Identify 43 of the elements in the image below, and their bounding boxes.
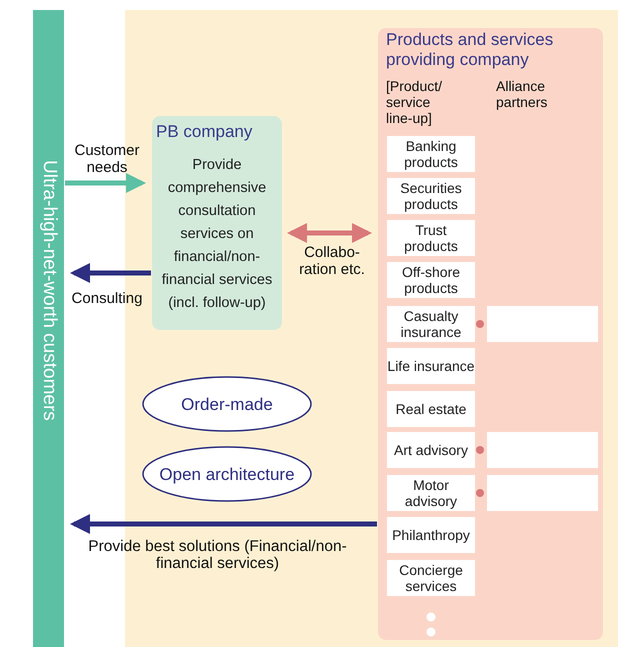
product-box — [387, 136, 475, 172]
column-heading: Alliance partners — [496, 78, 548, 110]
product-box — [387, 517, 475, 553]
company-box — [152, 116, 282, 330]
product-label: Off-shore products — [400, 264, 462, 296]
arrow — [70, 514, 377, 534]
product-box — [387, 178, 475, 214]
product-box — [387, 220, 475, 256]
product-label: Real estate — [396, 401, 466, 417]
product-box — [387, 475, 475, 511]
edge-label: Collabo- ration etc. — [298, 244, 366, 278]
edge-label: Customer needs — [73, 142, 141, 176]
arrow — [287, 223, 372, 243]
product-label: Banking products — [403, 138, 459, 170]
product-label: Concierge services — [398, 562, 464, 594]
product-label: Casualty insurance — [400, 308, 462, 340]
product-label: Securities products — [399, 180, 463, 212]
product-box — [387, 262, 475, 298]
edge-label: Provide best solutions (Financial/non-financial services) — [87, 538, 348, 572]
band-label: Ultra-high-net-worth customers — [38, 160, 60, 421]
product-label: Art advisory — [394, 442, 468, 458]
product-label: Motor advisory — [404, 477, 458, 509]
box-description: Provide comprehensive consultation services on financial/non-financial services (incl. follow-up) — [160, 156, 274, 313]
product-box — [387, 560, 475, 596]
concept-ellipse — [142, 446, 312, 502]
panel-title: Products and services providing company — [386, 30, 554, 70]
product-label: Life insurance — [387, 358, 475, 374]
ellipse-label: Open architecture — [159, 466, 295, 482]
product-box — [387, 432, 475, 468]
ellipse-label: Order-made — [181, 396, 273, 412]
edge-label: Consulting — [70, 290, 144, 307]
product-label: Trust products — [403, 222, 459, 254]
customer-band — [33, 10, 64, 647]
concept-ellipse — [142, 376, 312, 432]
product-box — [387, 348, 475, 384]
box-title: PB company — [156, 122, 254, 142]
arrow — [70, 263, 151, 283]
arrow — [65, 173, 146, 193]
provider-panel — [378, 28, 603, 640]
product-box — [387, 391, 475, 427]
product-label: Philanthropy — [392, 527, 470, 543]
product-box — [387, 306, 475, 342]
column-heading: [Product/ service line-up] — [386, 78, 444, 126]
